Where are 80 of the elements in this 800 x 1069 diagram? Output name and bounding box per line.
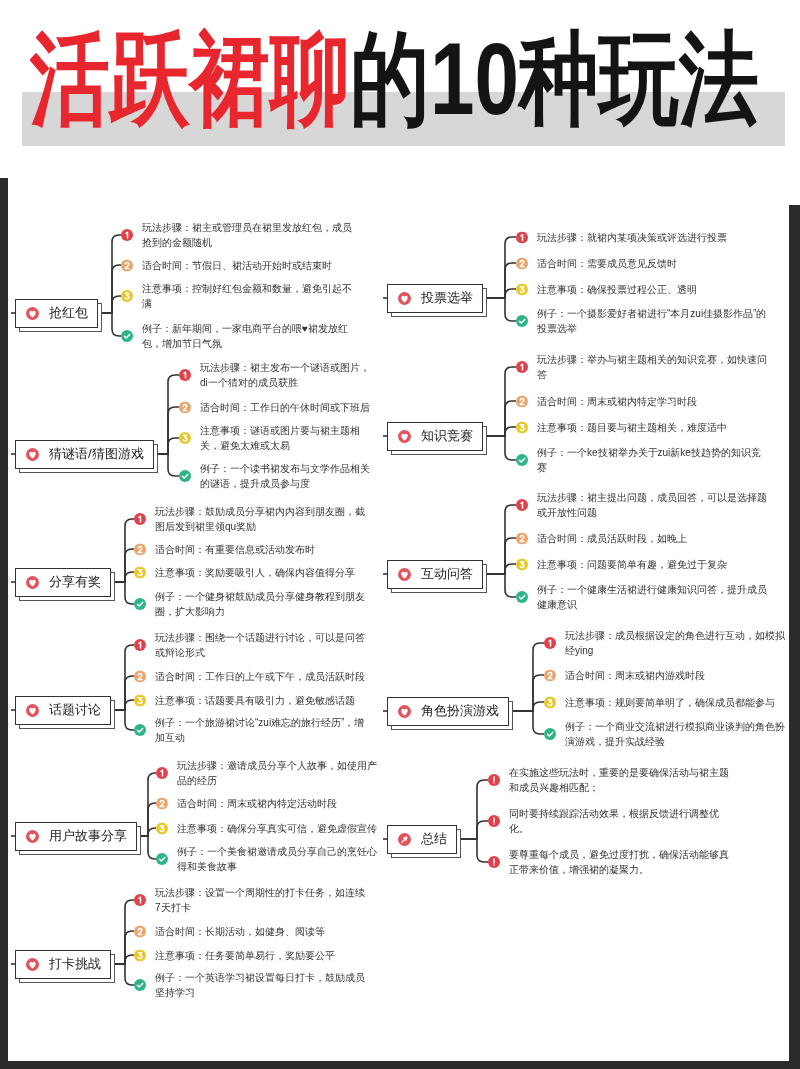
- item-text: 适合时间：节假日、裙活动开始时或结束时: [142, 258, 333, 273]
- item-text: 玩法步骤：裙主提出问题，成员回答，可以是选择题或开放性问题: [537, 491, 767, 520]
- item-text: 例子：一个健身裙鼓励成员分享健身教程到朋友圈，扩大影响力: [155, 590, 366, 619]
- title: 活跃裙聊的10种玩法: [22, 28, 785, 146]
- connector-stub: [10, 963, 16, 965]
- item-text: 例子：一个ke技裙举办关于zui新ke技趋势的知识竞赛: [537, 446, 762, 475]
- connector-stub: [382, 710, 388, 712]
- item-text: 在实施这些玩法时，重要的是要确保活动与裙主题和成员兴趣相匹配；: [509, 766, 729, 795]
- connector-stub: [10, 453, 16, 455]
- item-text: 玩法步骤：就裙内某项决策或评选进行投票: [537, 230, 728, 245]
- connector-stub: [382, 573, 388, 575]
- connector-stub: [382, 838, 388, 840]
- topic-label: 用户故事分享: [49, 828, 127, 844]
- item-text: 适合时间：周末或裙内特定活动时段: [177, 796, 338, 811]
- item-text: 注意事项：话题要具有吸引力，避免敏感话题: [155, 693, 356, 708]
- item-text: 适合时间：长期活动，如健身、阅读等: [155, 924, 326, 939]
- topic-card: [15, 821, 141, 855]
- topic-card: [387, 696, 513, 730]
- item-text: 注意事项：题目要与裙主题相关，难度适中: [537, 420, 728, 435]
- connector-line: [114, 963, 135, 986]
- item-text: 玩法步骤：鼓励成员分享裙内内容到朋友圈，截图后发到裙里领qu奖励: [155, 505, 366, 534]
- topic-label: 猜谜语/猜图游戏: [49, 446, 144, 462]
- item-text: 适合时间：有重要信息或活动发布时: [155, 542, 316, 557]
- item-text: 玩法步骤：邀请成员分享个人故事，如使用产品的经历: [177, 759, 378, 788]
- topic-label: 知识竞赛: [421, 428, 473, 444]
- topic-label: 投票选举: [421, 290, 473, 306]
- connector-stub: [10, 312, 16, 314]
- item-text: 同时要持续跟踪活动效果，根据反馈进行调整优化。: [509, 807, 720, 836]
- connector-stub: [10, 581, 16, 583]
- item-text: 注意事项：确保分享真实可信，避免虚假宣传: [177, 821, 378, 836]
- topic-label: 角色扮演游戏: [421, 703, 499, 719]
- item-text: 适合时间：需要成员意见反馈时: [537, 256, 678, 271]
- item-text: 玩法步骤：围绕一个话题进行讨论，可以是问答或辩论形式: [155, 631, 366, 660]
- topic-label: 话题讨论: [49, 702, 101, 718]
- connector-stub: [382, 297, 388, 299]
- item-text: 注意事项：确保投票过程公正、透明: [537, 282, 698, 297]
- topic-card: [15, 439, 158, 473]
- item-text: 注意事项：规则要简单明了，确保成员都能参与: [565, 695, 776, 710]
- item-text: 注意事项：任务要简单易行，奖励要公平: [155, 948, 336, 963]
- item-text: 例子：一个读书裙发布与文学作品相关的谜语，提升成员参与度: [200, 462, 371, 491]
- topic-card: [15, 298, 102, 332]
- topic-card: [15, 695, 115, 729]
- item-text: 例子：一个英语学习裙设置每日打卡，鼓励成员坚持学习: [155, 971, 366, 1000]
- item-text: 玩法步骤：裙主发布一个谜语或图片，di一个猜对的成员获胜: [200, 361, 371, 390]
- topic-card: [387, 421, 487, 455]
- item-text: 玩法步骤：举办与裙主题相关的知识竞赛，如快速问答: [537, 353, 767, 382]
- item-text: 玩法步骤：成员根据设定的角色进行互动，如模拟经ying: [565, 629, 785, 658]
- item-text: 例子：一个健康生活裙进行健康知识问答，提升成员健康意识: [537, 583, 767, 612]
- item-text: 要尊重每个成员，避免过度打扰，确保活动能够真正带来价值，增强裙的凝聚力。: [509, 848, 729, 877]
- item-text: 适合时间：工作日的午休时间或下班后: [200, 400, 371, 415]
- item-text: 适合时间：成员活跃时段，如晚上: [537, 531, 688, 546]
- item-text: 适合时间：周末或裙内特定学习时段: [537, 394, 698, 409]
- connector-stub: [382, 435, 388, 437]
- item-text: 例子：一个商业交流裙进行模拟商业谈判的角色扮演游戏，提升实战经验: [565, 720, 785, 749]
- item-text: 注意事项：谜语或图片要与裙主题相关，避免太难或太易: [200, 424, 361, 453]
- item-text: 玩法步骤：裙主或管理员在裙里发放红包，成员抢到的金额随机: [142, 221, 353, 250]
- connector-line: [156, 453, 180, 477]
- connector-stub: [10, 709, 16, 711]
- topic-card: [387, 559, 487, 593]
- item-text: 例子：一个旅游裙讨论“zui难忘的旅行经历”，增加互动: [155, 716, 366, 745]
- topic-label: 分享有奖: [49, 574, 101, 590]
- topic-card: [387, 824, 461, 858]
- item-text: 注意事项：控制好红包金额和数量，避免引起不满: [142, 282, 353, 311]
- topic-label: 互动问答: [421, 566, 473, 582]
- connector-stub: [10, 835, 16, 837]
- topic-label: 抢红包: [49, 305, 88, 321]
- item-text: 注意事项：问题要简单有趣，避免过于复杂: [537, 557, 728, 572]
- item-text: 例子：新年期间，一家电商平台的喂♥裙发放红包，增加节日气氛: [142, 322, 349, 351]
- connector-line: [114, 709, 135, 731]
- item-text: 适合时间：周末或裙内游戏时段: [565, 668, 706, 683]
- topic-card: [15, 567, 115, 601]
- topic-card: [387, 283, 487, 317]
- item-text: 玩法步骤：设置一个周期性的打卡任务，如连续7天打卡: [155, 886, 366, 915]
- topic-card: [15, 949, 115, 983]
- topic-label: 打卡挑战: [49, 956, 101, 972]
- item-text: 例子：一个摄影爱好者裙进行“本月zui佳摄影作品”的投票选举: [537, 307, 767, 336]
- item-text: 例子：一个美食裙邀请成员分享自己的烹饪心得和美食故事: [177, 845, 378, 874]
- item-text: 注意事项：奖励要吸引人，确保内容值得分享: [155, 565, 356, 580]
- item-text: 适合时间：工作日的上午或下午，成员活跃时段: [155, 669, 366, 684]
- topic-label: 总结: [421, 831, 447, 847]
